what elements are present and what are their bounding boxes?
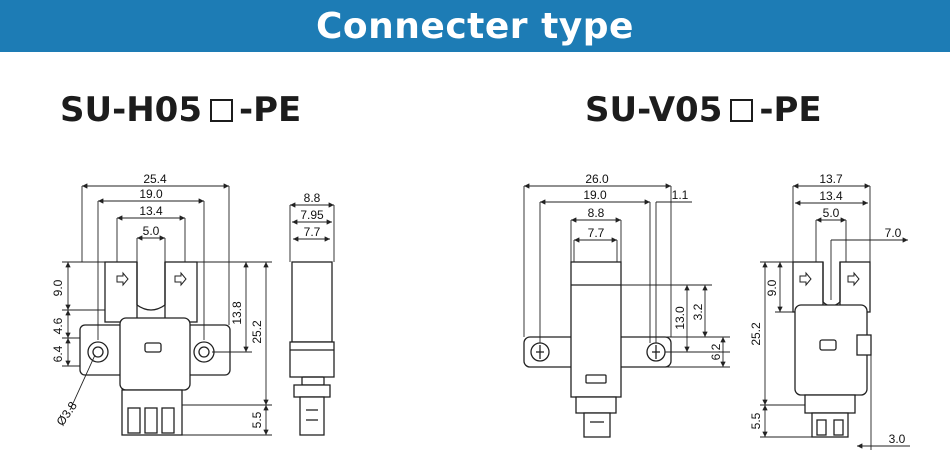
dim-label: 7.7: [588, 226, 605, 240]
v05-side-dims: [760, 183, 910, 450]
dim-label: 7.7: [304, 225, 321, 239]
h05-side-view: [289, 261, 335, 436]
dim-label: 5.0: [143, 224, 160, 238]
dim-label: 9.0: [765, 279, 779, 296]
h05-front-view: [79, 261, 231, 436]
h05-side-dims: [289, 202, 335, 262]
dim-label: 8.8: [304, 191, 321, 205]
dim-label: 5.0: [823, 206, 840, 220]
dim-label: 8.8: [588, 206, 605, 220]
dim-label: 4.6: [51, 317, 65, 334]
header-banner: Connecter type: [0, 0, 950, 52]
model-title-h05: SU-H05 -PE: [60, 90, 301, 130]
dim-label: 13.4: [819, 189, 843, 203]
dim-label: 13.4: [139, 204, 163, 218]
model-suffix: -PE: [238, 90, 302, 130]
dim-label: 7.0: [885, 226, 902, 240]
model-prefix: SU-H05: [60, 90, 202, 130]
model-title-v05: SU-V05 -PE: [585, 90, 822, 130]
dim-label: 19.0: [583, 188, 607, 202]
dim-label: 5.5: [250, 411, 264, 428]
dim-label: 13.0: [673, 306, 687, 330]
model-prefix: SU-V05: [585, 90, 723, 130]
v05-front-dims: [523, 183, 730, 368]
dim-label: 25.2: [749, 322, 763, 346]
h05-front-dims: [62, 183, 272, 436]
page-title: Connecter type: [316, 5, 634, 47]
dim-label: 1.1: [672, 188, 689, 202]
v05-front-view: [523, 261, 672, 438]
dim-label: 5.5: [749, 412, 763, 429]
model-suffix: -PE: [759, 90, 822, 130]
dim-label: 19.0: [139, 187, 163, 201]
dim-label: 6.2: [709, 343, 723, 360]
blank-box-icon: [209, 99, 233, 122]
dim-label: 9.0: [51, 279, 65, 296]
dim-label: Ø3.8: [54, 399, 81, 429]
dim-label: 25.4: [143, 172, 167, 186]
dim-label: 7.95: [300, 208, 324, 222]
dim-label: 13.8: [230, 301, 244, 325]
dim-label: 3.0: [889, 432, 906, 446]
blank-box-icon: [730, 99, 754, 122]
v05-side-view: [792, 261, 872, 438]
dim-label: 26.0: [585, 172, 609, 186]
dim-label: 25.2: [250, 320, 264, 344]
dim-label: 13.7: [819, 172, 843, 186]
dim-label: 3.2: [691, 303, 705, 320]
dim-label: 6.4: [51, 345, 65, 362]
